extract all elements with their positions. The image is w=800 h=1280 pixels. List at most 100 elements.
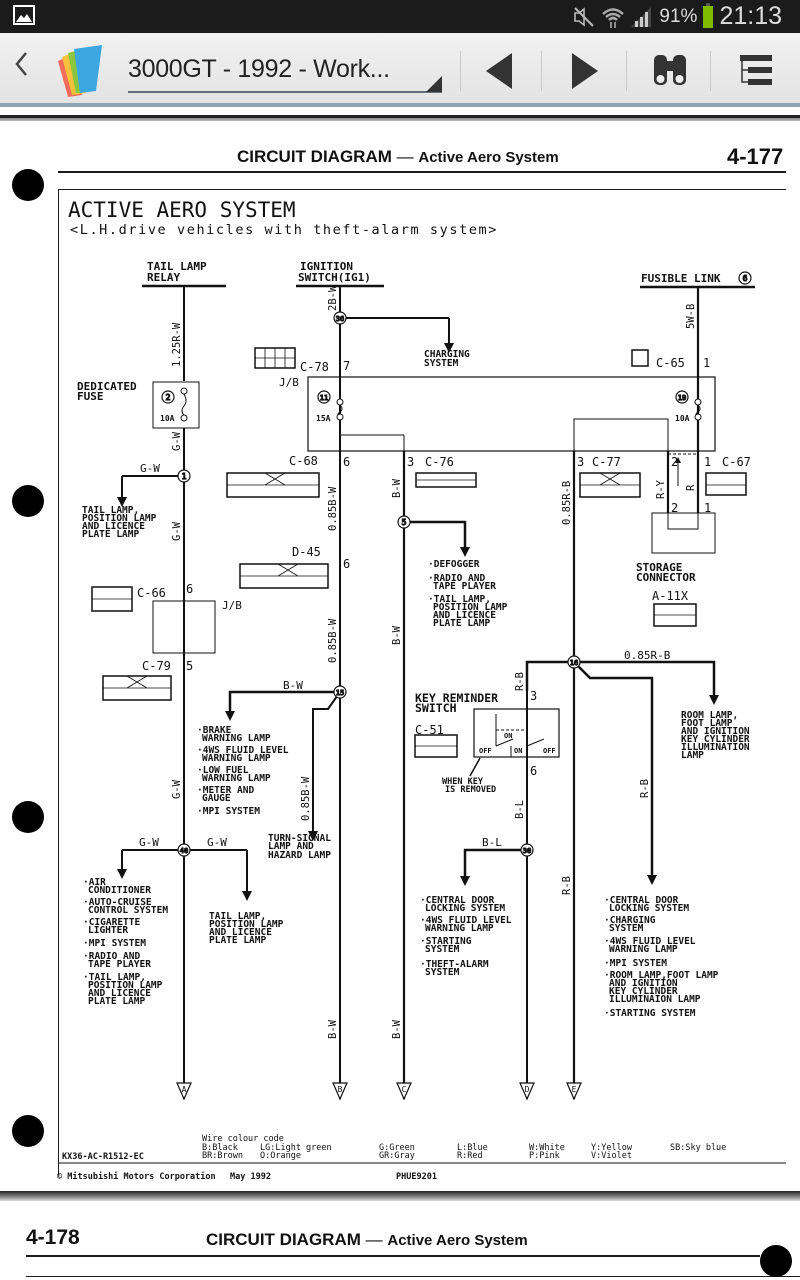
wire-label: 5W-B (685, 304, 697, 329)
svg-text:·METER AND: ·METER AND (197, 785, 254, 796)
svg-text:·LOW FUEL: ·LOW FUEL (197, 765, 249, 776)
svg-text:LAMP: LAMP (681, 750, 704, 761)
battery-icon (703, 2, 714, 28)
svg-text:TAPE PLAYER: TAPE PLAYER (433, 581, 496, 592)
previous-page-button[interactable] (478, 49, 522, 93)
svg-text:1: 1 (703, 356, 710, 370)
fuse-11: 11 (317, 390, 331, 404)
jb-box-c66-c79 (152, 600, 216, 654)
junction-16: 16 (567, 655, 581, 669)
document-page-2[interactable]: 4-178 CIRCUIT DIAGRAM — Active Aero Syst… (0, 1201, 800, 1280)
svg-text:IS REMOVED: IS REMOVED (445, 785, 496, 795)
load-list-b-l-30: ·CENTRAL DOOR LOCKING SYSTEM ·4WS FLUID … (420, 895, 512, 978)
svg-text:LG:Light green: LG:Light green (260, 1143, 332, 1153)
svg-text:W:White: W:White (529, 1143, 565, 1153)
toolbar-separator (460, 51, 461, 91)
jb-label: J/B (222, 599, 242, 612)
junction-40: 40 (177, 843, 191, 857)
back-button[interactable] (14, 51, 28, 85)
copyright: © Mitsubishi Motors Corporation (57, 1171, 216, 1182)
svg-text:6: 6 (530, 764, 537, 778)
svg-text:FOOT LAMP: FOOT LAMP (681, 718, 733, 729)
binder-hole (12, 1115, 44, 1147)
connector-label: C-78 (300, 360, 329, 374)
wire-label: 0.85R-B (624, 649, 671, 662)
next-page-button[interactable] (562, 49, 606, 93)
svg-text:WARNING LAMP: WARNING LAMP (202, 733, 271, 744)
svg-text:16: 16 (570, 659, 578, 667)
connector-label: C-77 (592, 455, 621, 469)
junction-36: 36 (333, 311, 347, 325)
binder-hole (12, 169, 44, 201)
header-rule (58, 171, 786, 173)
ignition-switch-label: IGNITION (300, 260, 353, 273)
svg-text:POSITION LAMP: POSITION LAMP (88, 980, 163, 991)
svg-text:V:Violet: V:Violet (591, 1151, 632, 1161)
svg-text:PLATE LAMP: PLATE LAMP (433, 618, 490, 629)
svg-text:E: E (572, 1085, 577, 1094)
room-lamp-label: ROOM LAMP, (681, 710, 738, 721)
wire-label: G-W (171, 521, 183, 541)
document-title-dropdown[interactable]: 3000GT - 1992 - Work... (128, 55, 390, 83)
polaris-office-icon (58, 45, 102, 97)
terminal-c: C (396, 1082, 412, 1101)
header-rule (26, 1276, 800, 1277)
wire-label: R-B (561, 876, 573, 895)
header-rule (26, 1255, 760, 1257)
svg-text:AND LICENCE: AND LICENCE (209, 927, 272, 938)
page-header-title: CIRCUIT DIAGRAM — Active Aero System (237, 147, 559, 166)
document-page[interactable]: CIRCUIT DIAGRAM — Active Aero System 4-1… (0, 121, 800, 1191)
binder-hole (12, 485, 44, 517)
svg-text:POSITION LAMP: POSITION LAMP (209, 919, 284, 930)
wire-label: B-L (514, 800, 526, 819)
svg-text:·4WS FLUID LEVEL: ·4WS FLUID LEVEL (197, 745, 289, 756)
dedicated-fuse-box (152, 381, 200, 429)
arrow-down (444, 343, 454, 353)
junction-block (307, 376, 716, 452)
svg-text:R:Red: R:Red (457, 1151, 483, 1161)
dropdown-corner-icon (426, 76, 442, 92)
find-button[interactable] (648, 49, 692, 93)
fuse-19: 19 (675, 390, 689, 404)
arrow-up (675, 457, 681, 463)
svg-text:D: D (525, 1085, 530, 1094)
tail-lamp-label-1: TAIL LAMP, (82, 505, 139, 516)
connector-label: C-68 (289, 454, 318, 468)
outline-button[interactable] (734, 49, 778, 93)
junction-15: 15 (333, 685, 347, 699)
fuse-amp: 10A (160, 414, 175, 423)
toolbar-separator (626, 51, 627, 91)
svg-text:·STARTING SYSTEM: ·STARTING SYSTEM (604, 1008, 696, 1019)
svg-text:5: 5 (402, 518, 407, 527)
svg-text:SYSTEM: SYSTEM (425, 944, 460, 955)
svg-text:ILLUMINAION LAMP: ILLUMINAION LAMP (609, 994, 701, 1005)
wire-B-L-branch (463, 848, 527, 876)
wire-label: B-W (283, 679, 303, 692)
diagram-title: ACTIVE AERO SYSTEM (68, 198, 296, 222)
junction-1: 1 (177, 469, 191, 483)
wire-R-B-left (525, 660, 574, 691)
svg-text:PLATE LAMP: PLATE LAMP (88, 996, 145, 1007)
switch-arm (526, 738, 545, 747)
svg-text:C: C (402, 1085, 407, 1094)
svg-text:LOCKING SYSTEM: LOCKING SYSTEM (609, 903, 689, 914)
svg-text:LAMP AND: LAMP AND (268, 841, 314, 852)
svg-text:·STARTING: ·STARTING (420, 936, 472, 947)
svg-text:HAZARD LAMP: HAZARD LAMP (268, 850, 331, 861)
svg-text:·4WS FLUID LEVEL: ·4WS FLUID LEVEL (420, 915, 512, 926)
svg-text:·AIR: ·AIR (83, 877, 106, 888)
svg-text:·MPI SYSTEM: ·MPI SYSTEM (604, 958, 667, 969)
svg-text:LIGHTER: LIGHTER (88, 925, 128, 936)
svg-text:3: 3 (577, 455, 584, 469)
fusible-link-label: FUSIBLE LINK (641, 272, 721, 285)
svg-text:L:Blue: L:Blue (457, 1143, 488, 1153)
binder-hole (760, 1245, 792, 1277)
wire-label: 0.85B-W (327, 486, 339, 531)
charging-system-label: CHARGING (424, 349, 470, 360)
dedicated-fuse-label: DEDICATED (77, 380, 137, 393)
svg-text:·CHARGING: ·CHARGING (604, 915, 656, 926)
wire-label: 1.25R-W (171, 322, 183, 367)
frame-top (58, 189, 786, 190)
arrow-down (308, 831, 318, 841)
svg-text:AND LICENCE: AND LICENCE (433, 610, 496, 621)
